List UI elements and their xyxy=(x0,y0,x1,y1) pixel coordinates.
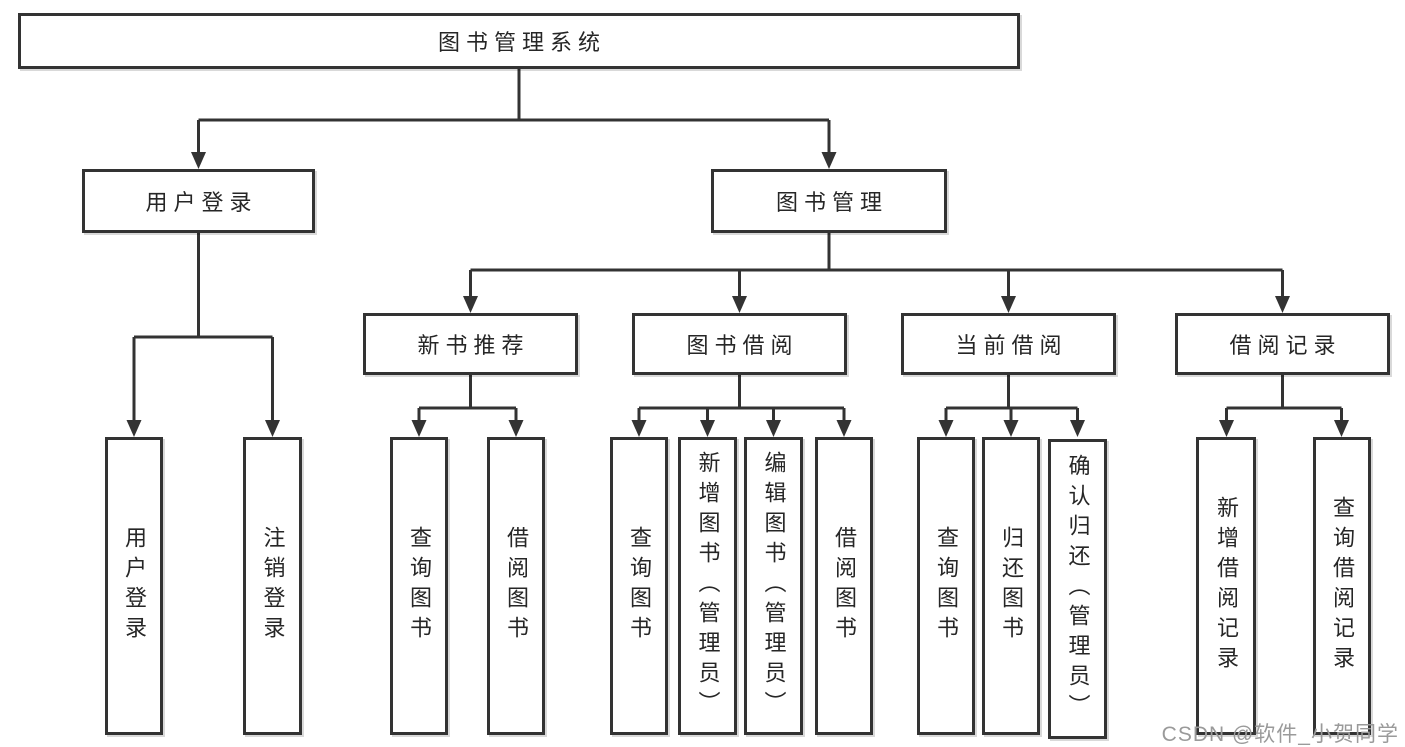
node-book-management: 图书管理 xyxy=(711,169,947,233)
leaf-label: 新增借阅记录 xyxy=(1214,496,1239,676)
leaf-label: 编辑图书（管理员） xyxy=(761,451,787,721)
leaf-label: 用户登录 xyxy=(122,526,147,646)
leaf-label: 确认归还（管理员） xyxy=(1065,454,1091,724)
node-label: 当前借阅 xyxy=(955,333,1068,358)
node-user-login: 用户登录 xyxy=(82,169,315,233)
node-label: 借阅记录 xyxy=(1229,333,1342,358)
leaf-query-books-borrowing: 查询图书 xyxy=(610,437,668,735)
leaf-label: 查询借阅记录 xyxy=(1330,496,1355,676)
leaf-return-books: 归还图书 xyxy=(982,437,1040,735)
leaf-label: 查询图书 xyxy=(934,526,959,646)
leaf-label: 归还图书 xyxy=(999,526,1024,646)
watermark-csdn: CSDN @软件_小贺同学 xyxy=(1161,723,1399,746)
leaf-add-borrow-record: 新增借阅记录 xyxy=(1196,437,1256,735)
leaf-label: 新增图书（管理员） xyxy=(695,451,721,721)
leaf-label: 查询图书 xyxy=(627,526,652,646)
leaf-query-books-recommend: 查询图书 xyxy=(390,437,448,735)
leaf-query-books-current: 查询图书 xyxy=(917,437,975,735)
leaf-label: 注销登录 xyxy=(260,526,286,646)
node-borrowing-records: 借阅记录 xyxy=(1175,313,1390,375)
node-book-borrowing: 图书借阅 xyxy=(632,313,847,375)
leaf-label: 查询图书 xyxy=(407,526,432,646)
node-library-management-system: 图书管理系统 xyxy=(18,13,1020,69)
node-label: 图书借阅 xyxy=(686,333,799,358)
leaf-label: 借阅图书 xyxy=(832,526,857,646)
leaf-user-login: 用户登录 xyxy=(105,437,163,735)
leaf-query-borrow-record: 查询借阅记录 xyxy=(1313,437,1371,735)
leaf-label: 借阅图书 xyxy=(504,526,529,646)
node-current-borrowing: 当前借阅 xyxy=(901,313,1116,375)
leaf-confirm-return-admin: 确认归还（管理员） xyxy=(1048,439,1107,739)
leaf-add-books-admin: 新增图书（管理员） xyxy=(678,437,737,735)
leaf-logout-login: 注销登录 xyxy=(243,437,302,735)
node-label: 用户登录 xyxy=(145,190,258,215)
leaf-borrow-books-recommend: 借阅图书 xyxy=(487,437,545,735)
node-label: 新书推荐 xyxy=(417,333,530,358)
node-label: 图书管理 xyxy=(775,190,888,215)
node-label: 图书管理系统 xyxy=(437,30,606,55)
leaf-borrow-books: 借阅图书 xyxy=(815,437,873,735)
leaf-edit-books-admin: 编辑图书（管理员） xyxy=(744,437,803,735)
node-new-book-recommendation: 新书推荐 xyxy=(363,313,578,375)
